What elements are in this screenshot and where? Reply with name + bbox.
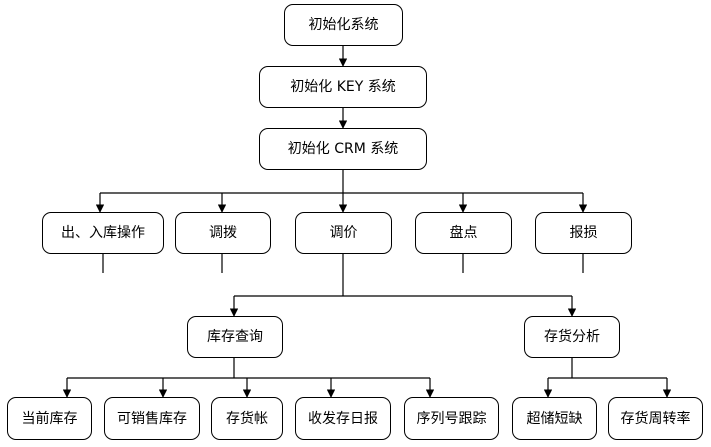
node-label: 盘点 (449, 225, 478, 241)
node-turnover-rate: 存货周转率 (608, 397, 703, 440)
node-in-out-stock: 出、入库操作 (42, 212, 164, 254)
node-init-key: 初始化 KEY 系统 (259, 66, 427, 108)
node-serial-tracking: 序列号跟踪 (404, 397, 499, 440)
node-label: 初始化 CRM 系统 (287, 141, 399, 157)
node-label: 存货分析 (544, 329, 600, 345)
node-price-adjust: 调价 (295, 212, 392, 254)
node-label: 序列号跟踪 (416, 410, 487, 427)
node-label: 出、入库操作 (61, 225, 145, 241)
node-label: 报损 (569, 225, 598, 241)
node-init-system: 初始化系统 (284, 4, 403, 46)
node-sellable-stock: 可销售库存 (104, 397, 200, 440)
node-label: 调价 (329, 225, 358, 241)
node-label: 可销售库存 (117, 410, 187, 427)
node-label: 当前库存 (21, 410, 78, 427)
node-daily-report: 收发存日报 (295, 397, 391, 440)
node-label: 库存查询 (207, 329, 263, 345)
node-current-stock: 当前库存 (7, 397, 92, 440)
node-stock-query: 库存查询 (187, 316, 283, 358)
node-inventory-ledger: 存货帐 (211, 397, 283, 440)
node-label: 收发存日报 (308, 410, 378, 427)
node-damage-report: 报损 (535, 212, 632, 254)
node-label: 调拨 (209, 225, 237, 241)
node-inventory-analysis: 存货分析 (524, 316, 620, 358)
node-transfer: 调拨 (175, 212, 271, 254)
node-stocktake: 盘点 (415, 212, 512, 254)
node-label: 存货帐 (226, 410, 268, 427)
node-init-crm: 初始化 CRM 系统 (259, 128, 427, 170)
node-overstock-shortage: 超储短缺 (512, 397, 597, 440)
node-label: 存货周转率 (620, 410, 691, 427)
node-label: 超储短缺 (526, 410, 583, 427)
node-label: 初始化系统 (308, 17, 379, 33)
node-label: 初始化 KEY 系统 (290, 79, 396, 95)
